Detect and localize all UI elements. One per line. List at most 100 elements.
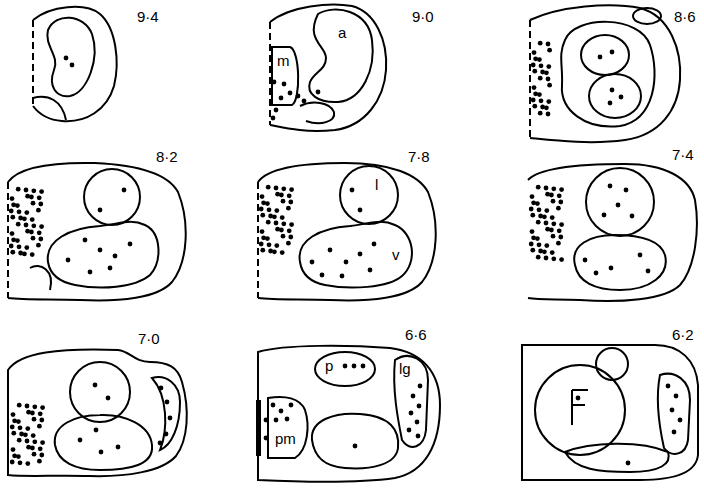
brain-section: 7·4	[470, 145, 704, 323]
neuron-dot	[64, 56, 69, 61]
neuron-dot	[551, 221, 556, 226]
neuron-dot	[537, 57, 542, 62]
region-outline	[633, 8, 661, 24]
midline-dashed	[269, 22, 271, 125]
nucleus-outline	[313, 350, 377, 390]
region-outline	[270, 5, 386, 131]
neuron-dot	[415, 420, 420, 425]
section-level: 6·6	[405, 326, 427, 343]
neuron-dot	[532, 69, 537, 74]
neuron-dot	[544, 256, 549, 261]
neuron-dot	[536, 185, 541, 190]
neuron-dot	[32, 404, 37, 409]
neuron-dot	[31, 223, 36, 228]
neuron-dot	[542, 214, 547, 219]
nucleus-outline	[305, 4, 377, 104]
neuron-dot	[10, 215, 15, 220]
region-outline	[272, 47, 298, 105]
neuron-dot	[416, 434, 421, 439]
neuron-dot	[272, 214, 277, 219]
nucleus-region: p	[313, 350, 377, 390]
neuron-dot	[83, 238, 88, 243]
brain-section: 8·6	[470, 0, 704, 145]
neuron-dot	[18, 460, 23, 465]
neuron-dot	[557, 228, 562, 233]
neuron-dot	[17, 209, 22, 214]
neuron-dot	[271, 116, 276, 121]
section-level: 8·6	[674, 8, 696, 25]
neuron-dot	[602, 213, 607, 218]
region-outline	[309, 10, 372, 103]
neuron-dot	[536, 255, 541, 260]
neuron-dot	[558, 200, 563, 205]
region-outline	[561, 22, 654, 127]
section-outline	[0, 145, 234, 323]
neuron-dot	[409, 411, 414, 416]
neuron-dot	[106, 396, 111, 401]
neuron-dot	[630, 214, 635, 219]
neuron-dot	[113, 254, 118, 259]
neuron-dot	[530, 194, 535, 199]
neuron-dot	[30, 217, 35, 222]
neuron-dot	[24, 223, 29, 228]
neuron-dot	[17, 403, 22, 408]
neuron-dot	[583, 258, 588, 263]
section-outline	[470, 145, 704, 323]
neuron-dot	[259, 242, 264, 247]
neuron-dot	[282, 82, 287, 87]
section-level: 7·4	[672, 146, 694, 163]
neuron-dot	[610, 88, 615, 93]
neuron-dot	[16, 222, 21, 227]
neuron-dot	[38, 446, 43, 451]
neuron-dot	[544, 243, 549, 248]
neuron-dot	[320, 273, 325, 278]
region-outline	[258, 346, 440, 482]
brain-section: 9·4	[0, 0, 234, 145]
neuron-dot	[546, 42, 551, 47]
neuron-dot	[594, 271, 599, 276]
neuron-dot	[31, 188, 36, 193]
neuron-dot	[546, 99, 551, 104]
neuron-dot	[66, 258, 71, 263]
neuron-dot	[279, 96, 284, 101]
region-outline	[48, 222, 159, 288]
region-outline	[152, 377, 180, 450]
nucleus-outline	[338, 164, 400, 226]
neuron-dot	[539, 98, 544, 103]
neuron-dot	[279, 409, 284, 414]
neuron-dot	[340, 274, 345, 279]
nucleus-outline	[296, 215, 424, 291]
neuron-dot	[549, 193, 554, 198]
midline-dashed	[529, 20, 531, 138]
section-level: 9·4	[137, 8, 159, 25]
neuron-dot	[38, 202, 43, 207]
neuron-dot	[94, 428, 99, 433]
neuron-dot	[260, 213, 265, 218]
neuron-dot	[537, 242, 542, 247]
neuron-dot	[316, 90, 321, 95]
nucleus-region: lg	[388, 352, 432, 454]
neuron-dot	[108, 266, 113, 271]
neuron-dot	[672, 430, 677, 435]
section-outline	[234, 323, 470, 488]
neuron-dot	[98, 248, 103, 253]
neuron-dot	[25, 404, 30, 409]
neuron-dot	[557, 193, 562, 198]
region-outline	[33, 7, 117, 121]
section-level: 7·0	[138, 330, 160, 347]
neuron-dot	[344, 260, 349, 265]
neuron-dot	[9, 209, 14, 214]
neuron-dot	[98, 208, 103, 213]
neuron-dot	[288, 91, 293, 96]
neuron-dot	[16, 419, 21, 424]
neuron-dot	[289, 187, 294, 192]
nucleus-label: a	[338, 24, 346, 41]
neuron-dot	[271, 403, 276, 408]
neuron-dot	[279, 228, 284, 233]
neuron-dot	[260, 229, 265, 234]
nucleus-region: l	[338, 164, 400, 226]
neuron-dot	[530, 229, 535, 234]
neuron-dot	[24, 188, 29, 193]
neuron-dot	[576, 396, 581, 401]
